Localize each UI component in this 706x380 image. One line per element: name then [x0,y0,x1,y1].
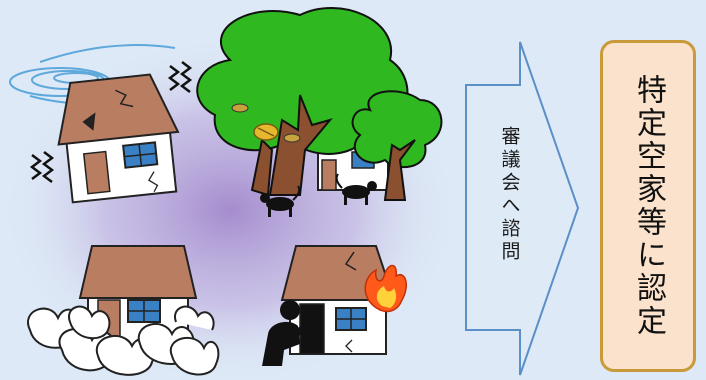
overgrown-tree-icon [196,6,443,201]
shaking-lines-icon [29,61,193,183]
hornet-icon [231,103,301,143]
fire-icon [364,264,408,313]
result-label-designated: 特定空家等に認定 [631,74,666,338]
garbage-bag-icon [27,305,220,376]
house-with-garbage [78,245,198,359]
step-label-consult-council: 審議会へ諮問 [498,126,521,264]
result-box: 特定空家等に認定 [600,40,696,372]
process-arrow [465,41,580,376]
house-with-fire [280,245,396,355]
suspicious-person-icon [262,300,312,366]
stray-cat-icon [260,173,377,217]
dilapidated-house-1 [57,73,180,204]
